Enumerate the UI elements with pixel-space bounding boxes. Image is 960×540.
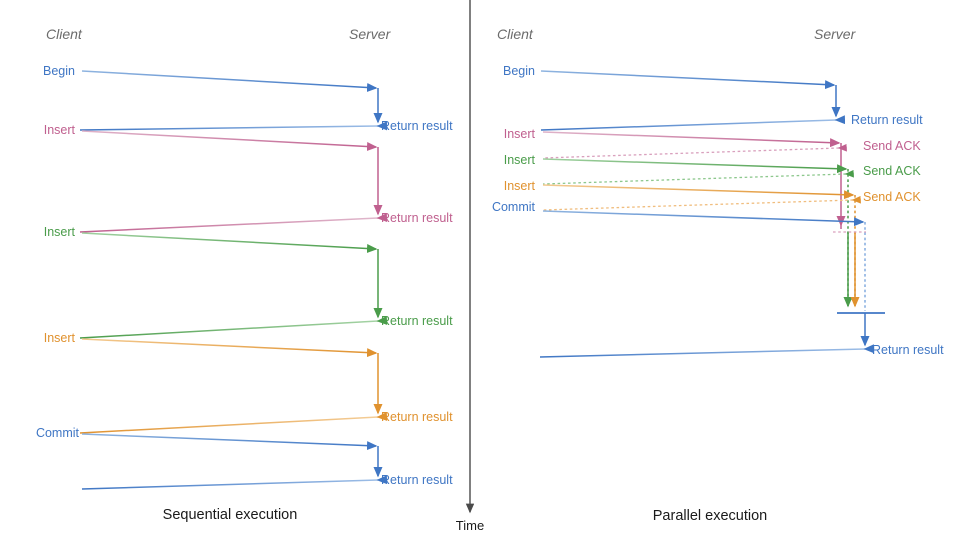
arrow-p-insert1-ack	[542, 143, 847, 159]
label-return-result-3: Return result	[381, 313, 453, 328]
arrow-p-insert3-request	[542, 184, 855, 200]
sequential-panel-title: Sequential execution	[162, 507, 298, 523]
label-return-result-2: Return result	[381, 210, 453, 225]
sequential-client-lane-header: Client	[46, 26, 82, 42]
arrow-p-commit-response	[539, 344, 875, 358]
parallel-panel-arrows	[539, 70, 885, 358]
arrow-commit-response	[81, 475, 388, 490]
arrow-insert1-request	[81, 130, 378, 152]
label-p-insert-1: Insert	[503, 126, 535, 141]
arrow-p-insert2-request	[542, 158, 848, 174]
label-p-insert-3: Insert	[503, 178, 535, 193]
arrow-begin-request	[81, 70, 378, 92]
time-axis-label: Time	[455, 518, 485, 533]
arrow-insert3-response	[79, 412, 388, 434]
label-return-result-5: Return result	[381, 472, 453, 487]
arrow-begin-response	[79, 121, 388, 131]
arrow-insert3-request	[81, 338, 378, 358]
arrow-p-commit-request	[542, 210, 865, 227]
label-insert-3: Insert	[43, 330, 75, 345]
sequential-panel-arrows	[79, 70, 388, 490]
parallel-client-lane-header: Client	[497, 26, 533, 42]
label-commit: Commit	[35, 425, 79, 440]
arrow-p-insert1-request	[542, 131, 841, 148]
label-send-ack-3: Send ACK	[863, 189, 921, 204]
arrow-p-insert3-ack	[542, 195, 861, 211]
arrow-insert2-request	[81, 232, 378, 254]
arrow-p-begin-request	[540, 70, 836, 90]
label-send-ack-1: Send ACK	[863, 138, 921, 153]
label-p-commit: Commit	[491, 199, 535, 214]
label-p-return-result-2: Return result	[872, 342, 944, 357]
arrow-p-insert2-ack	[542, 169, 854, 185]
sequential-server-lane-header: Server	[349, 26, 391, 42]
label-return-result-4: Return result	[381, 409, 453, 424]
label-insert-1: Insert	[43, 122, 75, 137]
label-p-insert-2: Insert	[503, 152, 535, 167]
label-insert-2: Insert	[43, 224, 75, 239]
arrow-insert2-response	[79, 315, 388, 339]
arrow-p-begin-response	[540, 115, 846, 131]
label-p-return-result-1: Return result	[851, 112, 923, 127]
arrow-commit-request	[81, 433, 378, 451]
label-p-begin: Begin	[503, 63, 535, 78]
label-return-result-1: Return result	[381, 118, 453, 133]
parallel-server-lane-header: Server	[814, 26, 856, 42]
label-send-ack-2: Send ACK	[863, 163, 921, 178]
parallel-panel-title: Parallel execution	[652, 508, 768, 524]
label-begin: Begin	[43, 63, 75, 78]
arrow-insert1-response	[79, 213, 388, 233]
